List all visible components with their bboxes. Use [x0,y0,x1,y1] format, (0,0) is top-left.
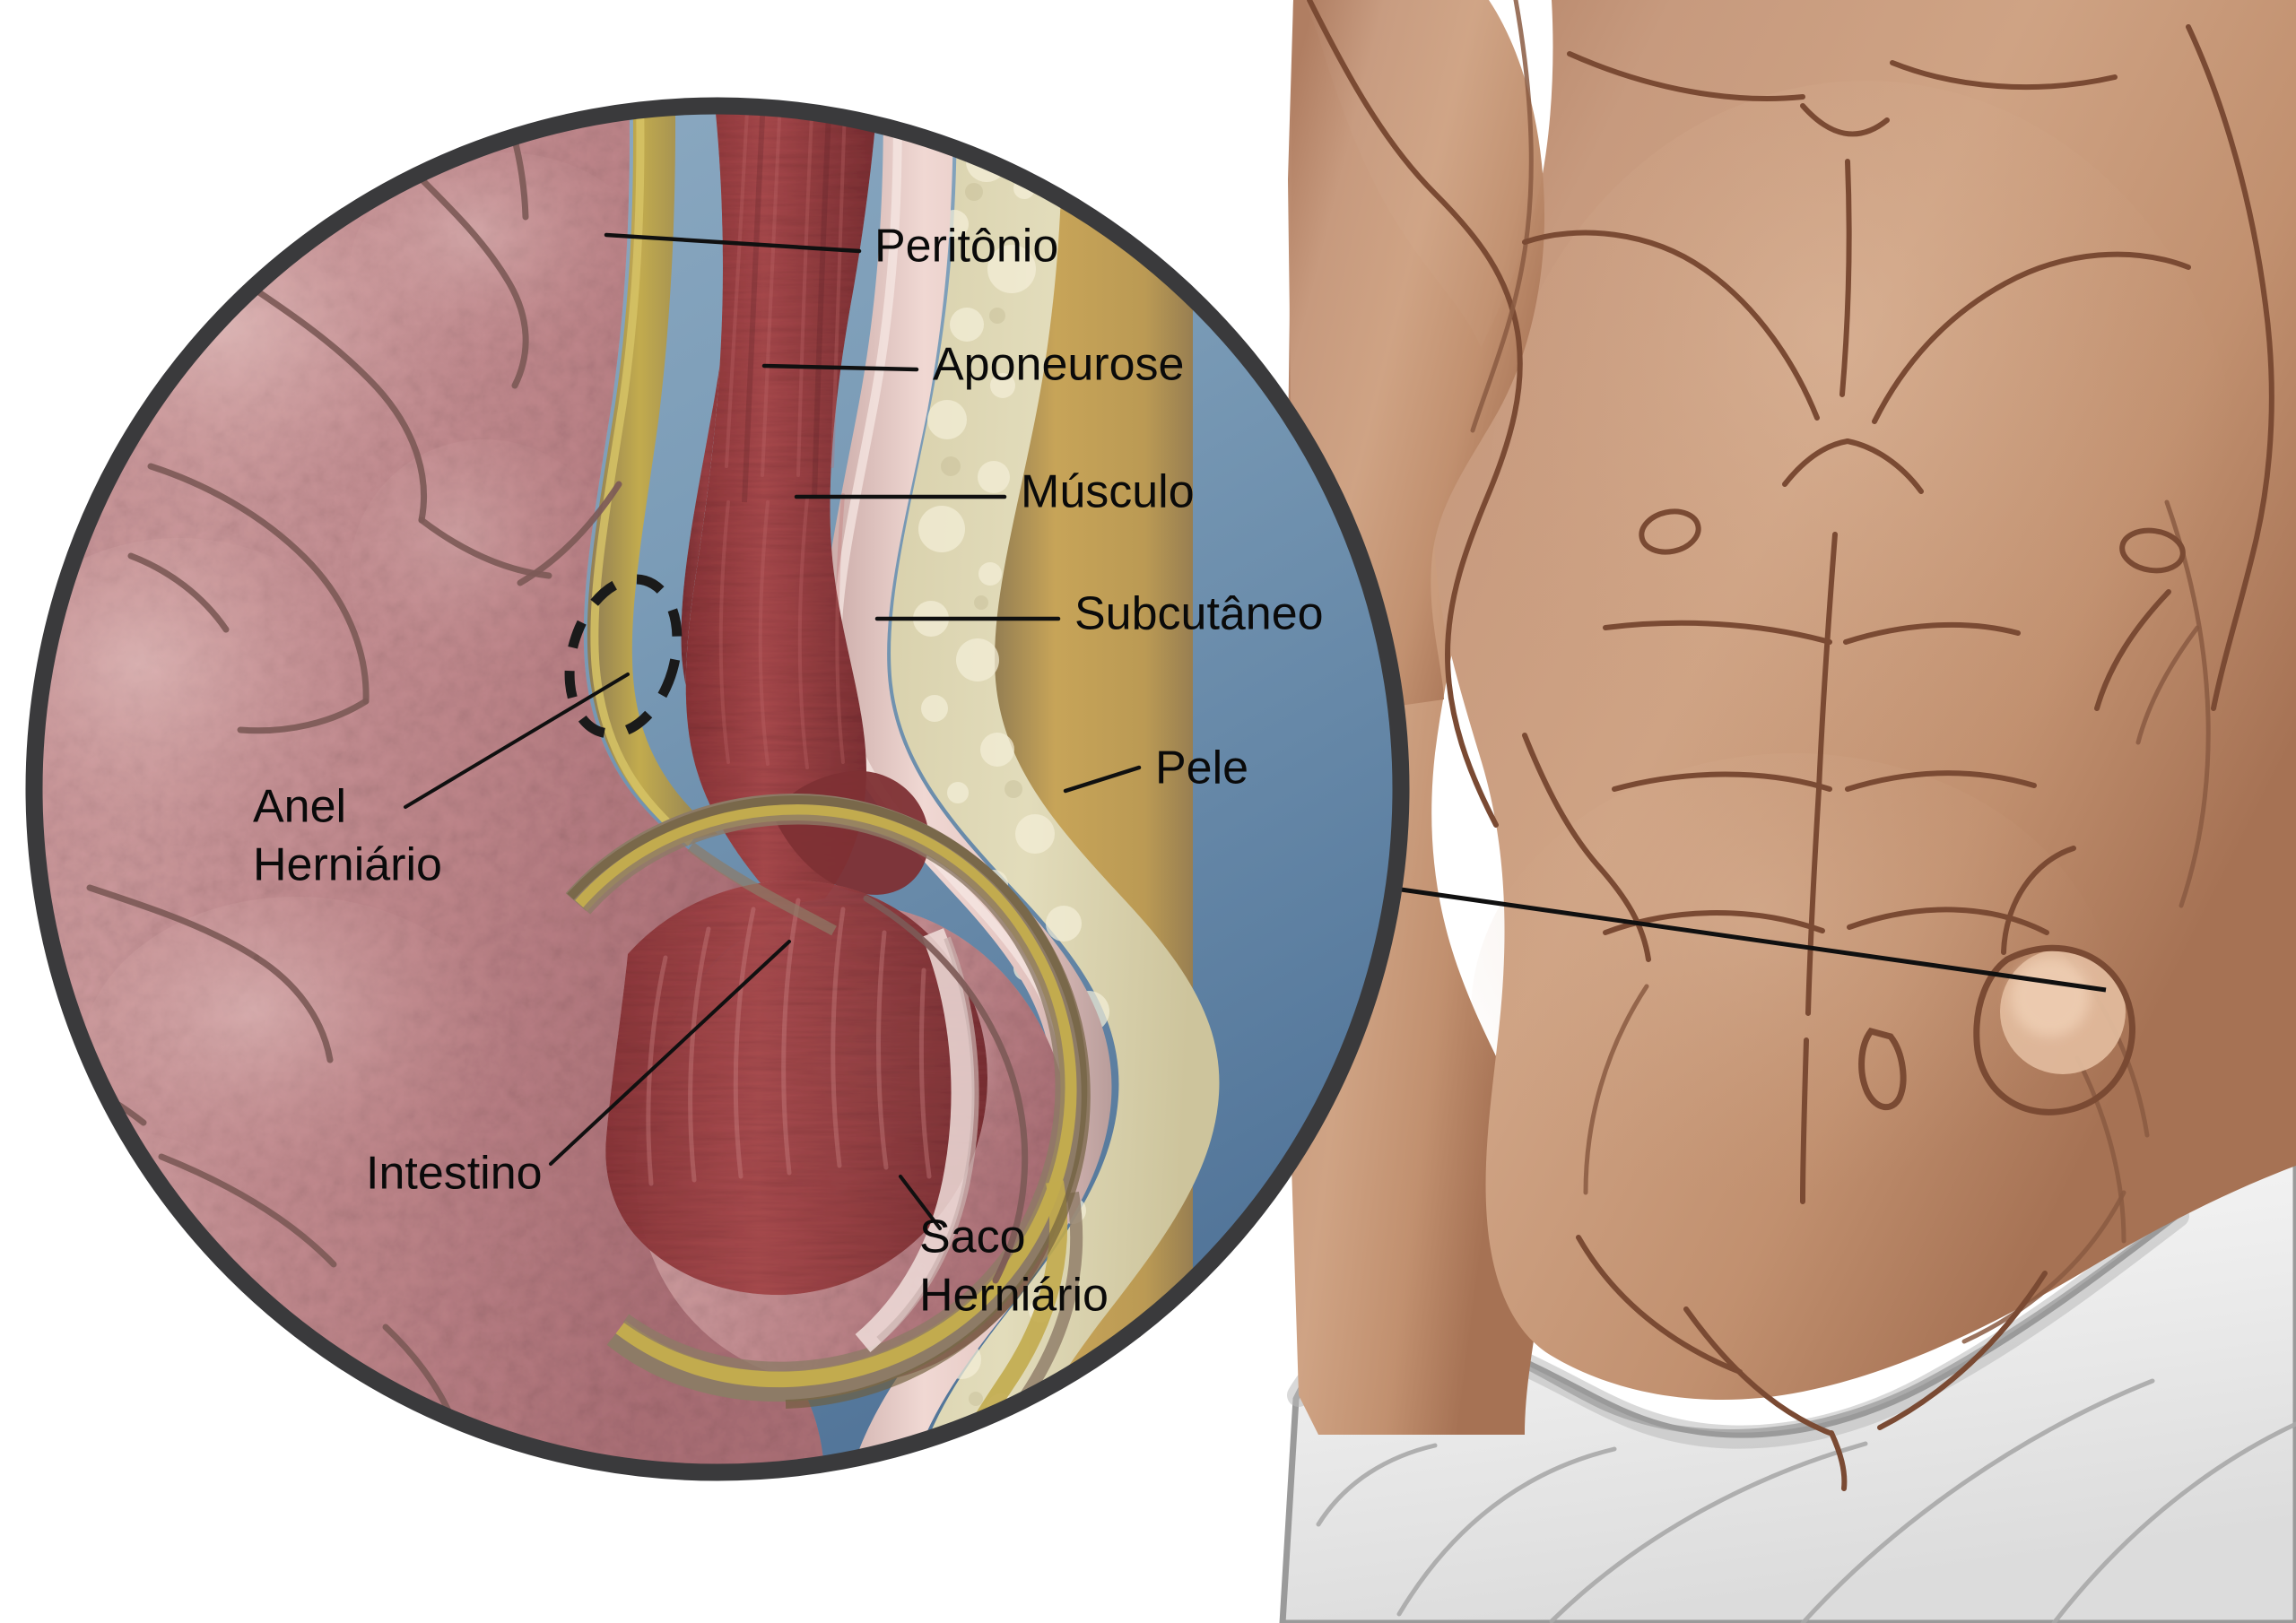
magnifier-to-body-leader [1400,887,2107,993]
muscle-belly [685,106,881,906]
leader-peritonio [604,232,862,254]
herniated-intestine [605,881,988,1296]
label-anel-herniario-line1: Anel [253,781,346,833]
leader-aponeurose [761,363,919,372]
layer-peritoneum-upper [587,106,718,841]
nipple-left [1639,508,1701,555]
cutaway-circle [25,97,1410,1481]
layer-subcutaneous [891,106,1220,1472]
layer-skin [987,106,1213,1472]
leader-anel [404,673,630,809]
torso-outlines [1307,0,2274,1491]
bulge-outline [567,794,1091,1409]
patient-torso-figure [1279,0,2296,1623]
label-peritonio: Peritônio [874,221,1058,273]
leader-intestino [549,940,791,1166]
cutaway-circle-border [25,97,1410,1481]
label-aponeurose: Aponeurose [933,339,1184,391]
label-subcutaneo: Subcutâneo [1074,588,1324,640]
nipple-right [2119,527,2186,574]
hernia-ring-marker [564,574,683,739]
label-pele: Pele [1155,742,1248,794]
leader-saco [899,1175,942,1230]
label-saco-herniario-line1: Saco [919,1211,1026,1263]
label-anel-herniario-line2: Herniário [253,839,442,891]
layer-aponeurosis [822,106,1112,1472]
leader-pele [1063,765,1142,794]
label-leader-lines [404,232,1142,1230]
label-intestino: Intestino [366,1148,543,1200]
navel [1858,1027,1907,1110]
anatomy-labels: Peritônio Aponeurose Músculo Subcutâneo … [253,221,1324,1322]
label-saco-herniario-line2: Herniário [919,1270,1109,1322]
label-musculo: Músculo [1021,466,1195,518]
